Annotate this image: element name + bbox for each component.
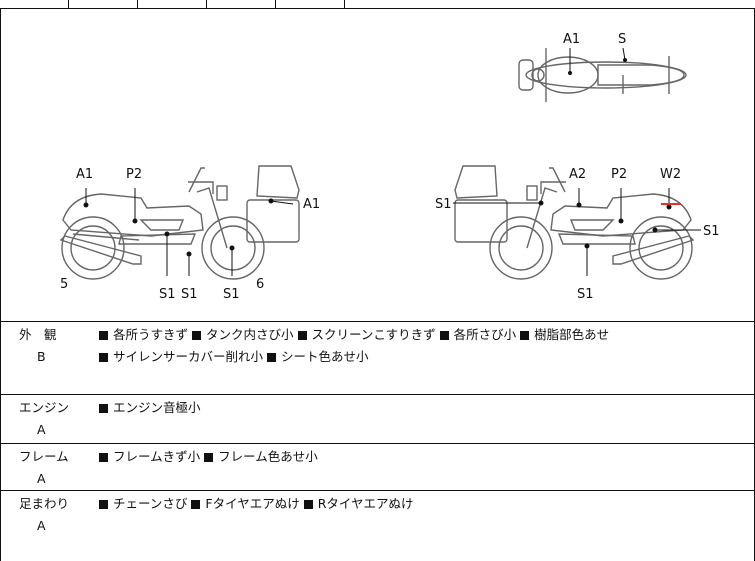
label-right-a2: A2: [569, 167, 586, 182]
bullet-square-icon: [99, 403, 108, 413]
bullet-square-icon: [99, 452, 108, 462]
grade-value: A: [37, 471, 46, 486]
note-item: 各所さび小: [439, 327, 516, 342]
left-view-labels: A1 P2 A1 5 S1 S1 S1 6: [60, 167, 320, 302]
bullet-square-icon: [99, 330, 108, 340]
top-cell: [0, 0, 69, 8]
top-cell: [276, 0, 345, 8]
label-left-s1-c: S1: [223, 287, 240, 302]
label-left-5: 5: [60, 277, 68, 292]
top-cell: [138, 0, 207, 8]
bullet-square-icon: [191, 499, 201, 509]
bullet-square-icon: [303, 499, 313, 509]
note-item: フレームきず小: [99, 449, 200, 464]
bullet-square-icon: [297, 330, 307, 340]
bullet-square-icon: [439, 330, 449, 340]
note-item: サイレンサーカバー削れ小: [99, 349, 263, 364]
bullet-square-icon: [99, 499, 108, 509]
bullet-square-icon: [204, 452, 214, 462]
label-left-a1-rear: A1: [76, 167, 93, 182]
top-cell: [69, 0, 138, 8]
note-item: 樹脂部色あせ: [520, 327, 609, 342]
note-item: スクリーンこすりきず: [297, 327, 436, 342]
bullet-square-icon: [99, 352, 108, 362]
note-item: 各所うすきず: [99, 327, 188, 342]
note-item: Fタイヤエアぬけ: [191, 496, 300, 511]
label-left-s1-a: S1: [159, 287, 176, 302]
grade-value: A: [37, 518, 46, 533]
label-right-s1-front: S1: [435, 197, 452, 212]
label-right-s1-rear: S1: [703, 224, 720, 239]
note-item: フレーム色あせ小: [204, 449, 318, 464]
notes-cell: フレームきず小 フレーム色あせ小: [99, 446, 749, 468]
condition-row-engine: エンジン A エンジン音極小: [0, 395, 755, 444]
right-view-labels: S1 A2 P2 W2 S1 S1: [435, 167, 720, 302]
bullet-square-icon: [192, 330, 201, 340]
label-left-6: 6: [256, 277, 264, 292]
left-view-callouts: [83, 188, 294, 276]
motorcycle-diagram: A1 S: [59, 32, 720, 302]
category-label: 足まわり: [19, 496, 70, 511]
condition-row-frame: フレーム A フレームきず小 フレーム色あせ小: [0, 444, 755, 491]
label-left-s1-b: S1: [181, 287, 198, 302]
label-left-a1-front: A1: [303, 197, 320, 212]
notes-cell: エンジン音極小: [99, 397, 749, 419]
category-label: フレーム: [19, 449, 69, 464]
bullet-square-icon: [520, 330, 530, 340]
category-label: 外 観: [19, 327, 57, 342]
condition-row-suspension: 足まわり A チェーンさび Fタイヤエアぬけ Rタイヤエアぬけ: [0, 491, 755, 561]
note-item: タンク内さび小: [192, 327, 294, 342]
note-item: エンジン音極小: [99, 400, 201, 415]
top-cell: [207, 0, 276, 8]
label-top-a1: A1: [563, 32, 580, 47]
label-right-p2: P2: [611, 167, 627, 182]
note-item: チェーンさび: [99, 496, 187, 511]
label-right-w2: W2: [660, 167, 681, 182]
bullet-square-icon: [267, 352, 276, 362]
label-right-s1-bottom: S1: [577, 287, 594, 302]
label-top-s: S: [618, 32, 626, 47]
note-item: Rタイヤエアぬけ: [303, 496, 414, 511]
grade-value: A: [37, 422, 46, 437]
top-view-bike: [518, 48, 687, 102]
condition-row-exterior: 外 観 B 各所うすきず タンク内さび小 スクリーンこすりきず 各所さび小 樹脂…: [0, 322, 755, 395]
top-view-callouts: A1 S: [563, 32, 627, 75]
category-label: エンジン: [19, 400, 70, 415]
damage-diagram: A1 S: [0, 8, 755, 322]
notes-cell: チェーンさび Fタイヤエアぬけ Rタイヤエアぬけ: [99, 493, 749, 515]
left-view-bike: [59, 165, 300, 280]
label-left-p2: P2: [126, 167, 142, 182]
right-view-callouts: [453, 188, 701, 276]
notes-cell: 各所うすきず タンク内さび小 スクリーンこすりきず 各所さび小 樹脂部色あせ サ…: [99, 324, 749, 368]
top-table-strip: [0, 0, 755, 9]
grade-value: B: [37, 349, 46, 364]
note-item: シート色あせ小: [267, 349, 369, 364]
right-view-bike: [454, 165, 695, 280]
